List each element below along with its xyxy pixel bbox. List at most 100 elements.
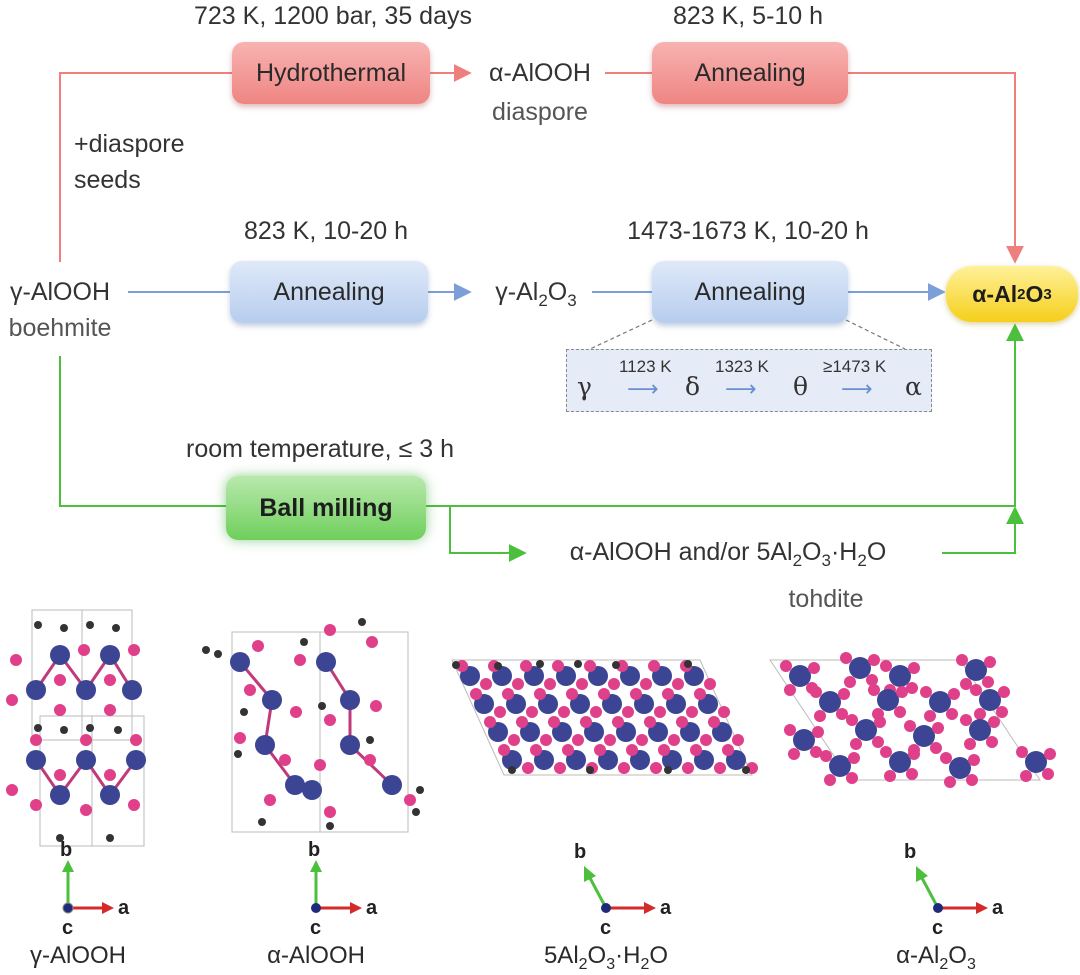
o-atom	[612, 716, 624, 728]
o-atom	[714, 762, 726, 774]
ball-milling-box: Ball milling	[226, 476, 426, 540]
phase-delta: δ	[685, 372, 701, 401]
axes-structure-2	[310, 860, 362, 914]
caption-tohdite: 5Al2O3·H2O	[543, 942, 669, 973]
h-atom	[574, 660, 582, 668]
o-atom	[576, 678, 588, 690]
o-atom	[732, 734, 744, 746]
red-route-left	[59, 72, 232, 262]
axis-c-1: c	[62, 917, 74, 939]
axes-structure-4	[916, 866, 988, 914]
o-atom	[940, 752, 952, 764]
annealing-top-label: Annealing	[694, 58, 806, 87]
o-atom	[668, 734, 680, 746]
o-atom	[824, 774, 836, 786]
green-route-left	[59, 356, 232, 507]
al-atom	[965, 659, 987, 681]
o-atom	[540, 734, 552, 746]
caption-diaspore: α-AlOOH	[267, 942, 365, 969]
seeds-line2: seeds	[74, 166, 141, 194]
h-atom	[684, 660, 692, 668]
o-atom	[648, 660, 660, 672]
al-atom	[829, 755, 851, 777]
o-atom	[874, 716, 886, 728]
o-atom	[552, 660, 564, 672]
o-atom	[960, 714, 972, 726]
o-atom	[810, 686, 822, 698]
o-atom	[658, 744, 670, 756]
o-atom	[640, 678, 652, 690]
o-atom	[622, 706, 634, 718]
axis-b-3: b	[574, 841, 587, 863]
zoom-line-right	[845, 319, 906, 350]
o-atom	[810, 746, 822, 758]
o-atom	[932, 722, 944, 734]
o-atom	[498, 744, 510, 756]
al-atom	[855, 719, 877, 741]
temp-1123: 1123 K	[619, 357, 672, 376]
annealing-mid2-box: Annealing	[652, 261, 848, 323]
phase-theta: θ	[793, 372, 809, 401]
axis-a-3: a	[660, 897, 672, 919]
o-atom	[572, 734, 584, 746]
o-atom	[960, 678, 972, 690]
al-atom	[913, 725, 935, 747]
o-atom	[930, 742, 942, 754]
o-atom	[480, 678, 492, 690]
o-atom	[512, 678, 524, 690]
o-atom	[968, 754, 980, 766]
mid-conditions-right: 1473-1673 K, 10-20 h	[627, 217, 869, 245]
phase-alpha: α	[905, 372, 922, 401]
o-atom	[784, 724, 796, 736]
structure-corundum	[769, 652, 1056, 788]
o-atom	[618, 762, 630, 774]
o-atom	[1016, 746, 1028, 758]
o-atom	[530, 744, 542, 756]
o-atom	[502, 688, 514, 700]
milling-conditions: room temperature, ≤ 3 h	[185, 435, 455, 463]
axis-a-1: a	[118, 897, 130, 919]
o-atom	[494, 706, 506, 718]
o-atom	[690, 744, 702, 756]
zoom-line-left	[589, 319, 653, 350]
o-atom	[470, 688, 482, 700]
o-atom	[780, 660, 792, 672]
o-atom	[548, 716, 560, 728]
h-atom	[612, 661, 620, 669]
green-route-main	[426, 323, 1024, 507]
o-atom	[814, 710, 826, 722]
o-atom	[872, 736, 884, 748]
phase-gamma: γ	[577, 372, 592, 401]
h-atom	[586, 766, 594, 774]
axis-b-1: b	[60, 839, 73, 861]
top-right-conditions: 823 K, 5-10 h	[672, 2, 824, 30]
o-atom	[904, 720, 916, 732]
intermediate-products: α-AlOOH and/or 5Al2O3·H2O	[569, 538, 887, 570]
o-atom	[722, 744, 734, 756]
o-atom	[880, 660, 892, 672]
o-atom	[630, 688, 642, 700]
o-atom	[1020, 770, 1032, 782]
o-atom	[590, 706, 602, 718]
o-atom	[880, 746, 892, 758]
o-atom	[808, 662, 820, 674]
o-atom	[584, 660, 596, 672]
top-conditions: 723 K, 1200 bar, 35 days	[194, 2, 472, 30]
o-atom	[508, 734, 520, 746]
o-atom	[604, 734, 616, 746]
al-atom	[849, 657, 871, 679]
axis-c-4: c	[932, 917, 944, 939]
o-atom	[868, 684, 880, 696]
axis-c-3: c	[600, 917, 612, 939]
o-atom	[558, 706, 570, 718]
h-atom	[664, 766, 672, 774]
h-atom	[742, 766, 750, 774]
h-atom	[494, 662, 502, 670]
caption-corundum: α-Al2O3	[896, 942, 976, 973]
axis-b-4: b	[904, 841, 917, 863]
al-atom	[979, 689, 1001, 711]
structure-diaspore	[202, 618, 424, 833]
o-atom	[526, 706, 538, 718]
o-atom	[516, 716, 528, 728]
green-branch	[449, 506, 527, 562]
